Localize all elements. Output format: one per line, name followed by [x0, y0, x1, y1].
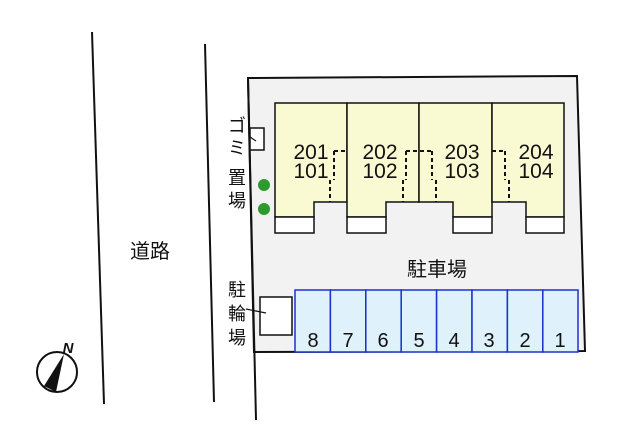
garbage-label-char: 置	[228, 168, 246, 189]
unit-upper-label: 202	[362, 141, 397, 164]
bicycle-label-char: 駐	[228, 280, 246, 301]
tree-icon	[258, 203, 270, 215]
parking-space-number: 1	[554, 330, 565, 352]
bicycle-label-char: 場	[228, 328, 246, 349]
north-arrow-icon: N	[36, 340, 78, 393]
unit-upper-label: 201	[293, 141, 328, 164]
garbage-label-char: 場	[228, 191, 246, 212]
parking-space-number: 4	[448, 330, 459, 352]
road-edge-left	[91, 31, 105, 405]
garbage-leader-line	[249, 136, 257, 142]
unit-lower-label: 104	[518, 160, 553, 183]
unit-lower-label: 102	[362, 160, 397, 183]
parking-space-number: 7	[342, 330, 353, 352]
parking-label: 駐車場	[407, 257, 467, 281]
bicycle-label-char: 輪	[228, 304, 246, 325]
building: 201 101 202 102 203 103 204 104	[274, 102, 565, 234]
unit-upper-label: 203	[444, 141, 479, 164]
bicycle-parking-area	[259, 296, 293, 336]
parking-space	[329, 289, 367, 353]
compass-north-label: N	[63, 340, 75, 357]
parking-space-number: 5	[413, 330, 424, 352]
garbage-station	[249, 127, 265, 151]
parking-space-number: 8	[307, 330, 318, 352]
garbage-label-char: ミ	[228, 138, 246, 159]
parking-spaces: 8 7 6 5 4 3 2 1	[294, 289, 579, 353]
road-label: 道路	[130, 239, 170, 263]
parking-space-number: 6	[377, 330, 388, 352]
parking-space	[365, 289, 402, 353]
parking-space	[506, 289, 544, 353]
parking-space-number: 3	[483, 330, 494, 352]
stair-dashes	[329, 150, 510, 202]
parking-space	[294, 289, 332, 353]
unit-lower-label: 103	[444, 160, 479, 183]
bicycle-leader-line	[245, 308, 267, 314]
unit-upper-label: 204	[518, 141, 553, 164]
tree-icon	[258, 179, 270, 191]
unit-lower-label: 101	[293, 160, 328, 183]
garbage-label-char: ゴ	[228, 116, 246, 137]
parking-space	[542, 289, 579, 353]
unit-203-103	[418, 102, 493, 234]
parking-space-number: 2	[519, 330, 530, 352]
road-edge-right	[204, 43, 215, 403]
